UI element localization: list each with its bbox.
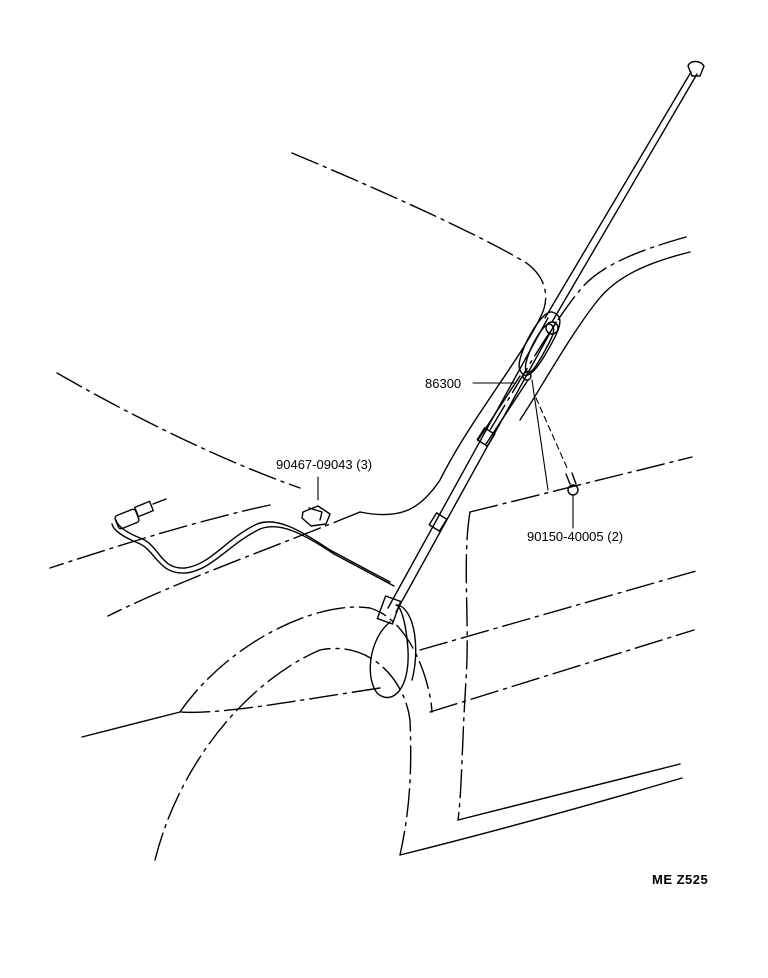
antenna-lower-housing [369, 595, 417, 699]
label-clip-90467-09043: 90467-09043 (3) [276, 457, 373, 472]
hood-edge [359, 317, 541, 516]
label-screw-90150-40005: 90150-40005 (2) [527, 529, 624, 544]
leader-lines [317, 379, 574, 529]
antenna-cable [111, 519, 395, 587]
figure-code: ME Z525 [652, 872, 709, 887]
antenna-mast [387, 60, 705, 613]
a-pillar-lines [489, 236, 691, 431]
fender-upper-lines [49, 456, 697, 714]
bumper-edge [81, 711, 181, 738]
cable-clip [301, 505, 331, 527]
wheel-arch-outer [179, 606, 433, 713]
door-edge [457, 511, 471, 821]
hood-outline [56, 152, 547, 489]
cable-connector [114, 498, 167, 530]
wheel-arch-inner [154, 647, 412, 861]
antenna-mount [518, 311, 561, 381]
label-antenna-86300: 86300 [425, 376, 462, 391]
door-lower-edge [457, 763, 681, 821]
rocker-line [399, 777, 683, 856]
mount-screw [565, 472, 579, 496]
